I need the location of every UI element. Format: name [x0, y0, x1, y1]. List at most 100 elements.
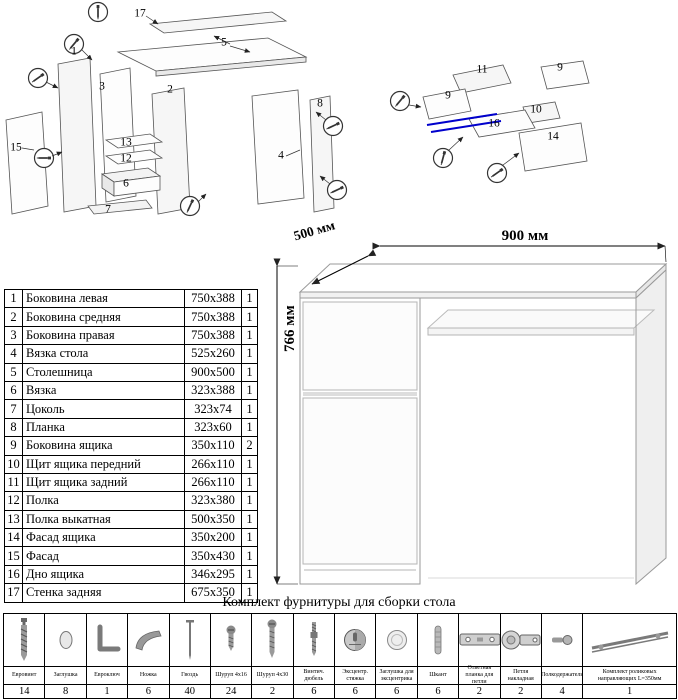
hardware-item-qty: 40: [184, 686, 195, 697]
part-name: Боковина ящика: [22, 436, 185, 456]
part-num: 10: [4, 454, 23, 474]
roller-guide-icon: [583, 614, 677, 667]
cam-cap-icon: [376, 614, 417, 667]
hardware-item-name: Петля накладная: [500, 667, 541, 685]
part-qty: 1: [241, 583, 258, 603]
hardware-item-name: Евроключ: [86, 667, 128, 685]
hardware-item-name: Полкодержатель: [541, 667, 583, 685]
hardware-item-qty: 4: [559, 686, 565, 697]
part-name: Боковина средняя: [22, 307, 185, 327]
exploded-view-desk: [5, 1, 348, 217]
part-num: 12: [4, 491, 23, 511]
part-qty: 1: [241, 417, 258, 438]
part-size: 350x110: [184, 436, 242, 456]
part-num: 1: [4, 288, 23, 309]
hardware-item-qty: 6: [352, 686, 358, 697]
hardware-item-qty: 6: [435, 686, 441, 697]
part-num: 9: [4, 436, 23, 456]
hardware-item-qty: 2: [476, 686, 482, 697]
leader-lines: [21, 15, 301, 157]
part-num: 15: [4, 546, 23, 566]
foot-icon: [128, 614, 169, 667]
part-name: Вязка: [22, 380, 185, 401]
part-name: Стенка задняя: [22, 583, 185, 603]
part-num: 5: [4, 362, 23, 382]
hardware-item-qty: 24: [225, 686, 237, 697]
nail-icon: [169, 614, 210, 667]
allen-key-icon: [86, 614, 128, 667]
part-qty: 1: [241, 325, 258, 346]
hinge-icon: [500, 614, 541, 667]
hardware-item-name: Евровинт: [4, 667, 45, 685]
hardware-item-qty: 2: [269, 686, 276, 697]
part-qty: 1: [241, 491, 258, 511]
part-num: 4: [4, 344, 23, 364]
dimension-width-label: 900 мм: [501, 228, 549, 244]
dowel-screw-icon: [293, 614, 334, 667]
part-qty: 1: [241, 564, 258, 585]
part-name: Дно ящика: [22, 564, 185, 585]
cap-icon: [45, 614, 86, 667]
part-qty: 1: [241, 528, 258, 548]
part-qty: 1: [241, 288, 258, 309]
part-name: Боковина левая: [22, 288, 185, 309]
part-name: Полка: [22, 491, 185, 511]
part-size: 323x60: [184, 417, 242, 438]
part-num: 13: [4, 509, 23, 530]
part-name: Фасад: [22, 546, 185, 566]
part-qty: 1: [241, 546, 258, 566]
part-qty: 1: [241, 454, 258, 474]
part-num: 6: [4, 380, 23, 401]
part-size: 750x388: [184, 325, 242, 346]
hardware-item-name: Комплект роликовых направляющих L=350мм: [583, 667, 677, 685]
part-name: Цоколь: [22, 399, 185, 419]
part-size: 750x388: [184, 307, 242, 327]
part-qty: 1: [241, 472, 258, 493]
hardware-item-name: Шуруп 4x16: [210, 667, 252, 685]
hardware-item-name: Шуруп 4x30: [252, 667, 293, 685]
part-size: 900x500: [184, 362, 242, 382]
screw-long-icon: [252, 614, 293, 667]
hinge-plate-icon: [459, 614, 500, 667]
part-num: 8: [4, 417, 23, 438]
dimension-arrows: [273, 242, 667, 585]
hardware-item-name: Заглушка для эксцентрика: [376, 667, 417, 685]
hardware-callouts-drawer: [389, 90, 520, 184]
part-size: 346x295: [184, 564, 242, 585]
hardware-item-name: Ответная планка для петли: [459, 665, 500, 685]
part-size: 525x260: [184, 344, 242, 364]
hardware-item-qty: 14: [18, 686, 30, 697]
hardware-item-qty: 6: [393, 686, 400, 697]
part-name: Вязка стола: [22, 344, 185, 364]
assembled-desk-drawing: [273, 242, 668, 586]
part-size: 323x380: [184, 491, 242, 511]
part-num: 14: [4, 528, 23, 548]
hardware-item-qty: 1: [627, 686, 633, 697]
part-qty: 1: [241, 399, 258, 419]
part-name: Полка выкатная: [22, 509, 185, 530]
